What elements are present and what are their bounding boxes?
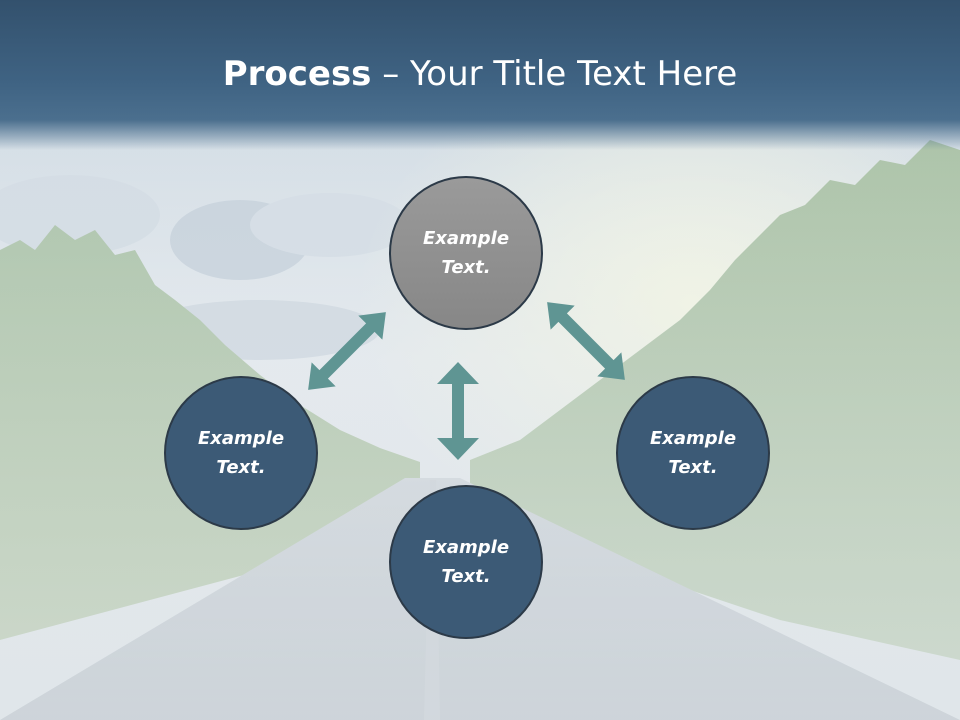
node-top-line1: Example [422,228,510,249]
node-bottom[interactable]: Example Text. [389,485,543,639]
node-top-line2: Text. [441,257,491,278]
node-left[interactable]: Example Text. [164,376,318,530]
title-rest-text: – Your Title Text Here [371,54,738,94]
node-bottom-line2: Text. [441,566,491,587]
node-left-line2: Text. [216,457,266,478]
arrow-top-left [308,312,386,390]
node-bottom-line1: Example [422,537,510,558]
arrow-center-vertical [437,362,479,460]
node-left-line1: Example [197,428,285,449]
node-right[interactable]: Example Text. [616,376,770,530]
slide-title: Process – Your Title Text Here [0,52,960,96]
arrow-top-right [547,302,625,380]
node-top[interactable]: Example Text. [389,176,543,330]
title-bar [0,0,960,150]
node-right-line2: Text. [668,457,718,478]
node-right-line1: Example [649,428,737,449]
title-bold-text: Process [222,54,372,94]
